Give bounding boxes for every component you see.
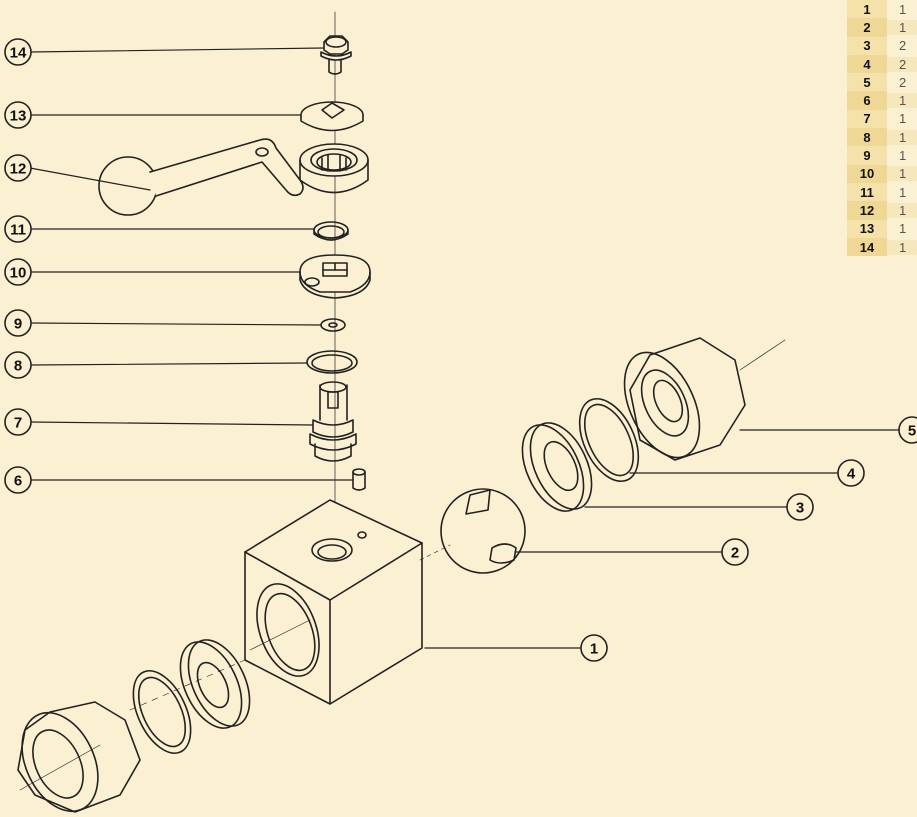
part-quantity: 2 xyxy=(887,38,917,54)
part-number: 11 xyxy=(847,182,887,202)
callout-12 xyxy=(4,154,32,182)
part-quantity: 1 xyxy=(887,19,917,35)
callout-label-13: 13 xyxy=(10,108,27,125)
part-quantity: 1 xyxy=(887,239,917,255)
callout-label-11: 11 xyxy=(10,222,26,239)
part-8-o-ring xyxy=(306,350,358,374)
callout-4 xyxy=(837,459,865,487)
callout-circles xyxy=(4,38,917,662)
part-number: 4 xyxy=(847,54,887,74)
callout-label-9: 9 xyxy=(14,316,22,333)
part-quantity: 1 xyxy=(887,221,917,237)
part-quantity: 1 xyxy=(887,129,917,145)
callout-label-6: 6 xyxy=(14,473,22,490)
part-number: 8 xyxy=(847,128,887,147)
callout-11 xyxy=(4,215,32,243)
part-4-flat-ring xyxy=(578,397,640,483)
part-quantity: 1 xyxy=(887,166,917,182)
callout-5 xyxy=(898,416,917,444)
callout-label-12: 12 xyxy=(10,161,27,178)
callout-6 xyxy=(4,466,32,494)
callout-2 xyxy=(721,538,749,566)
callout-7 xyxy=(4,408,32,436)
callout-1 xyxy=(580,634,608,662)
part-quantity: 1 xyxy=(887,184,917,200)
part-14-screw xyxy=(320,35,352,75)
part-quantity: 2 xyxy=(887,56,917,72)
callout-label-5: 5 xyxy=(908,423,916,440)
part-quantity: 2 xyxy=(887,74,917,90)
callout-label-14: 14 xyxy=(10,45,27,62)
part-quantity: 1 xyxy=(887,93,917,109)
part-number: 7 xyxy=(847,109,887,129)
part-1-valve-body xyxy=(244,499,423,705)
part-quantity: 1 xyxy=(887,1,917,17)
callout-label-10: 10 xyxy=(10,265,27,282)
part-5-end-nut-right xyxy=(623,337,786,461)
callout-13 xyxy=(4,101,32,129)
left-flat-ring xyxy=(132,670,192,754)
part-13-square-washer xyxy=(300,101,364,132)
callout-8 xyxy=(4,351,32,379)
part-quantity: 1 xyxy=(887,202,917,218)
part-number: 5 xyxy=(847,73,887,92)
callout-label-3: 3 xyxy=(796,500,804,517)
callout-label-8: 8 xyxy=(14,358,22,375)
callout-label-1: 1 xyxy=(590,641,598,658)
part-quantity: 1 xyxy=(887,111,917,127)
part-number: 14 xyxy=(847,237,887,257)
part-6-pin xyxy=(352,468,366,491)
callout-10 xyxy=(4,258,32,286)
part-number: 9 xyxy=(847,146,887,165)
callout-label-2: 2 xyxy=(731,545,739,562)
part-number: 12 xyxy=(847,201,887,220)
left-seat xyxy=(179,639,251,729)
callout-label-7: 7 xyxy=(14,415,22,432)
part-11-o-ring xyxy=(313,221,349,241)
leader-lines xyxy=(29,47,902,649)
part-number: 6 xyxy=(847,91,887,110)
part-number: 3 xyxy=(847,36,887,55)
callout-3 xyxy=(786,493,814,521)
part-number: 1 xyxy=(847,0,887,19)
part-12-handle xyxy=(98,138,369,216)
callout-9 xyxy=(4,309,32,337)
part-quantity: 1 xyxy=(887,148,917,164)
part-number: 13 xyxy=(847,219,887,238)
callout-14 xyxy=(4,38,32,66)
part-number: 10 xyxy=(847,164,887,183)
part-3-seat xyxy=(521,422,593,512)
part-number: 2 xyxy=(847,18,887,37)
callout-label-4: 4 xyxy=(847,466,856,483)
part-10-stop-plate xyxy=(299,254,371,299)
part-2-ball xyxy=(419,488,526,574)
part-9-small-washer xyxy=(320,318,346,332)
part-7-stem xyxy=(309,381,357,462)
left-end-nut xyxy=(17,659,246,813)
